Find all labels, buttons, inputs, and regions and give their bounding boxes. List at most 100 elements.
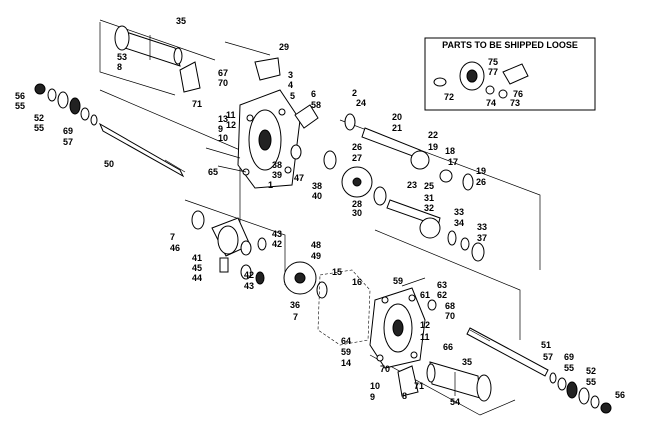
callout: 26	[476, 177, 486, 187]
callout: 48	[311, 240, 321, 250]
callout: 70	[380, 364, 390, 374]
bearing-42-lower	[240, 264, 252, 280]
callout: 10	[370, 381, 380, 391]
housing-46-bore	[217, 225, 239, 255]
callout: 54	[450, 397, 460, 407]
callout: 49	[311, 251, 321, 261]
callout: 32	[424, 203, 434, 213]
callout: 18	[445, 146, 455, 156]
callout: 63	[437, 280, 447, 290]
callout: 11	[420, 332, 430, 342]
gear-case-upper	[205, 41, 319, 189]
inset-parts	[433, 61, 529, 99]
callout: 15	[332, 267, 342, 277]
bearing-26-left	[323, 150, 337, 170]
callout: 52	[34, 113, 44, 123]
callout: 43	[244, 281, 254, 291]
case-14-hole-d	[376, 354, 384, 362]
gear-21	[410, 150, 430, 170]
idler-group	[191, 210, 267, 285]
callout: 35	[176, 16, 186, 26]
washer-43-lower	[255, 271, 265, 285]
callout: 25	[424, 181, 434, 191]
callout: 55	[564, 363, 574, 373]
shipped-loose-inset: PARTS TO BE SHIPPED LOOSE 75 77 76 72 74…	[424, 37, 596, 111]
callout: 55	[34, 123, 44, 133]
callout: 29	[279, 42, 289, 52]
callout: 56	[615, 390, 625, 400]
callout: 24	[356, 98, 366, 108]
bearing-42-upper	[240, 240, 252, 256]
callout: 71	[192, 99, 202, 109]
left-assembly-line	[99, 89, 241, 230]
washer-69-right	[557, 377, 567, 391]
inset-title: PARTS TO BE SHIPPED LOOSE	[442, 40, 578, 50]
callout-74: 74	[486, 98, 496, 108]
bearing-37	[471, 242, 485, 262]
callout: 35	[462, 357, 472, 367]
case-14-hole-c	[410, 351, 418, 359]
callout: 39	[272, 170, 282, 180]
grommet-72	[433, 77, 447, 87]
callout: 31	[424, 193, 434, 203]
callout: 23	[407, 180, 417, 190]
clip-76	[502, 63, 529, 85]
callout: 65	[208, 167, 218, 177]
case-14-bearing-bore	[392, 319, 404, 337]
callout-labels: 35 53 8 29 67 70 3 4 5 6 58 71 2 24 56 5…	[15, 16, 625, 407]
callout: 70	[218, 78, 228, 88]
callout: 42	[244, 270, 254, 280]
seal-55-right	[566, 381, 578, 399]
pin-44	[219, 257, 229, 273]
callout-75: 75	[488, 57, 498, 67]
nut-56-left	[34, 83, 46, 95]
input-shaft-50-group	[34, 83, 186, 178]
callout: 44	[192, 273, 202, 283]
ring-57-right	[549, 372, 557, 384]
callout: 69	[63, 126, 73, 136]
bearing-52-left	[57, 91, 69, 109]
bearing-30	[373, 186, 387, 206]
callout: 14	[341, 358, 351, 368]
gear-32	[419, 217, 441, 239]
washer-55-right	[590, 395, 600, 409]
callout: 45	[192, 263, 202, 273]
callout: 13	[218, 114, 228, 124]
gear-case-lower	[369, 277, 437, 369]
callout: 59	[393, 276, 403, 286]
callout: 7	[170, 232, 175, 242]
bearing-7-left	[191, 210, 205, 230]
callout: 30	[352, 208, 362, 218]
callout: 9	[370, 392, 375, 402]
callout: 57	[543, 352, 553, 362]
callout: 69	[564, 352, 574, 362]
callout: 71	[414, 381, 424, 391]
shaft-50	[98, 122, 185, 178]
ring-57-left	[90, 114, 98, 126]
callout: 55	[586, 377, 596, 387]
case-bolt-hole-b	[278, 108, 286, 116]
callout: 16	[352, 277, 362, 287]
long-bolt-67	[224, 41, 271, 56]
inset-callouts: 75 77 76 72 74 73	[444, 57, 523, 108]
callout: 19	[428, 142, 438, 152]
callout-73: 73	[510, 98, 520, 108]
plug-68	[427, 299, 437, 311]
callout: 66	[443, 342, 453, 352]
washer-34	[460, 237, 470, 251]
callout: 2	[352, 88, 357, 98]
callout: 46	[170, 243, 180, 253]
callout: 3	[288, 70, 293, 80]
seal-38	[290, 144, 302, 160]
nut-56-right	[600, 402, 612, 414]
callout: 5	[290, 91, 295, 101]
callout: 12	[420, 320, 430, 330]
bearing-36	[316, 281, 328, 299]
callout: 52	[586, 366, 596, 376]
callout-77: 77	[488, 67, 498, 77]
callout: 43	[272, 229, 282, 239]
case-bolt-hole-a	[246, 114, 254, 122]
seal-55-left	[69, 97, 81, 115]
